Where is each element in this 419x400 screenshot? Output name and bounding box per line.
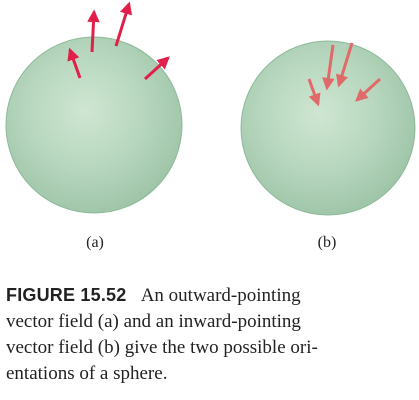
outward-arrow (87, 9, 100, 53)
inward-arrow (355, 77, 382, 102)
sphere-a (5, 1, 183, 214)
caption-line-3: vector field (b) give the two possible o… (6, 337, 318, 358)
caption-text: An outward-pointing (140, 285, 301, 306)
sphere-orientation-diagram (5, 1, 416, 216)
caption-line-2: vector field (a) and an inward-pointing (6, 311, 301, 332)
figure-number: FIGURE 15.52 (6, 285, 127, 305)
outward-arrow (143, 56, 170, 81)
sphere-a-label: (a) (86, 234, 104, 251)
sphere-b (240, 40, 416, 216)
inward-arrow (322, 44, 335, 91)
caption-line-1: FIGURE 15.52 An outward-pointing (6, 282, 406, 309)
figure-caption: FIGURE 15.52 An outward-pointing vector … (6, 282, 406, 387)
inward-arrow (307, 78, 321, 107)
sphere-b-label: (b) (317, 234, 337, 251)
inward-arrow (335, 42, 354, 88)
outward-arrow (67, 47, 82, 79)
outward-arrow (114, 1, 133, 47)
sphere-a-body (5, 36, 183, 214)
caption-line-4: entations of a sphere. (6, 363, 168, 384)
sphere-b-body (240, 40, 416, 216)
